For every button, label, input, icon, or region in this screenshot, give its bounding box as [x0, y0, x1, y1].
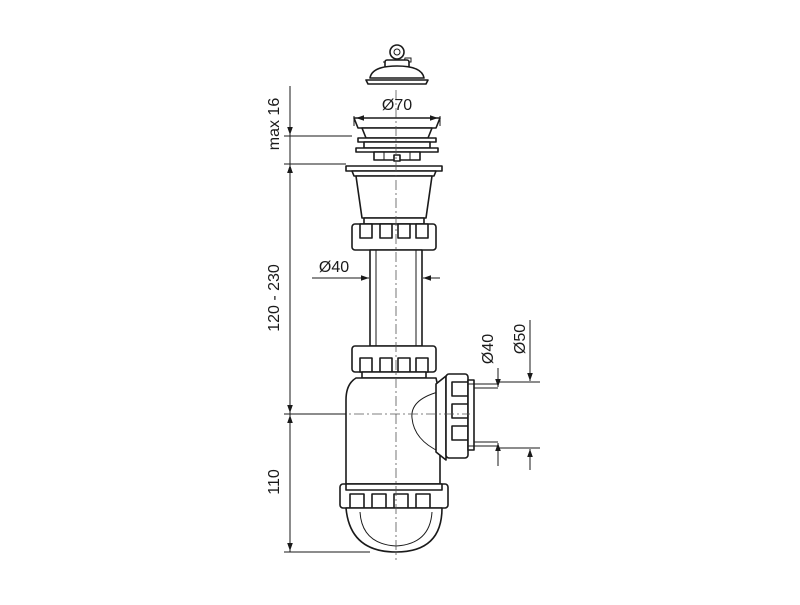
dim-bottle-height-label: 110 [266, 469, 283, 495]
bottle-body [345, 377, 441, 485]
bottom-cup [345, 507, 443, 553]
plug-with-ring [365, 44, 429, 85]
bottom-nut [339, 483, 449, 509]
dim-tube-length-label: 120 - 230 [266, 264, 283, 332]
upper-tailpiece [345, 165, 443, 225]
dim-flange-gap-label: max 16 [266, 98, 283, 151]
upper-slip-nut [351, 223, 437, 251]
dim-outlet-outer-label: Ø50 [512, 324, 529, 354]
dim-outlet-inner-label: Ø40 [480, 334, 497, 364]
dim-flange-diameter [353, 115, 441, 126]
vertical-dimension-chain [284, 86, 370, 553]
lower-slip-nut [351, 345, 437, 379]
sink-strainer-flange [353, 117, 441, 162]
dim-flange-diameter-label: Ø70 [382, 97, 412, 114]
side-outlet [435, 373, 498, 461]
dim-outlet-outer [498, 320, 540, 470]
dim-tube-diameter-label: Ø40 [319, 259, 349, 276]
